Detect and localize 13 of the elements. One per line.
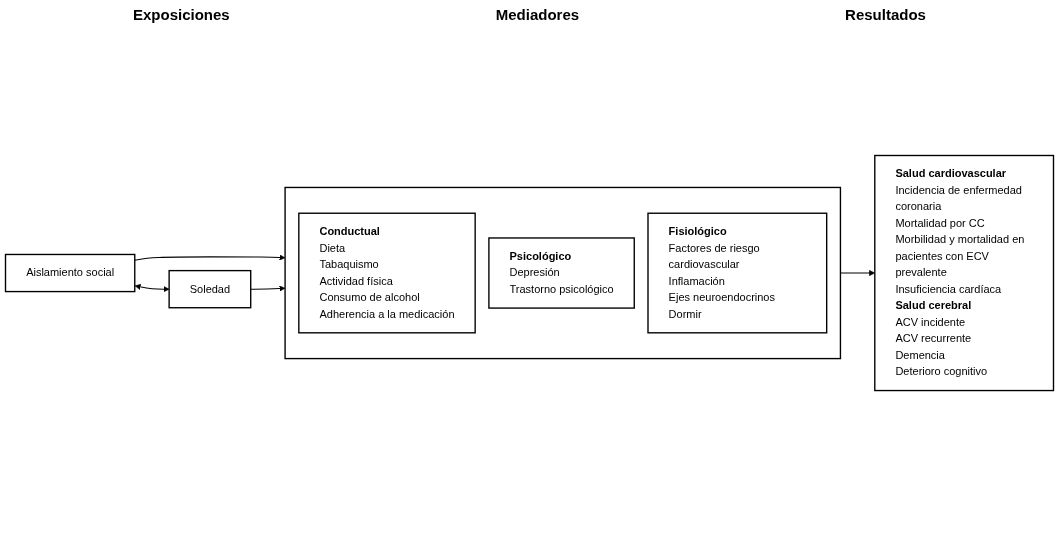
node-box: Soledad	[168, 269, 252, 309]
cluster	[284, 186, 842, 360]
node-box: Aislamiento social	[4, 253, 136, 293]
column-heading: Mediadores	[495, 6, 580, 23]
node-box: Conductual Dieta Tabaquismo Actividad física Consumo de alcohol Adherencia a la medicación	[298, 212, 476, 334]
column-heading: Exposiciones	[133, 6, 230, 23]
arrow	[134, 254, 286, 261]
node-box: Fisiológico Factores de riesgo cardiovascular Inflamación Ejes neuroendocrinos Dormir	[647, 212, 828, 334]
arrow	[134, 283, 170, 293]
column-heading: Resultados	[845, 6, 926, 23]
node-box: Psicológico Depresión Trastorno psicológico	[488, 237, 635, 309]
arrow	[250, 285, 286, 292]
node-box: Salud cardiovascular Incidencia de enfermedad coronaria Mortalidad por CC Morbilidad y mortalidad en pacientes con ECV prevalente Insuficiencia cardíaca Salud cerebral ACV incidente ACV recurrente Demencia Deterioro cognitivo	[874, 154, 1055, 392]
